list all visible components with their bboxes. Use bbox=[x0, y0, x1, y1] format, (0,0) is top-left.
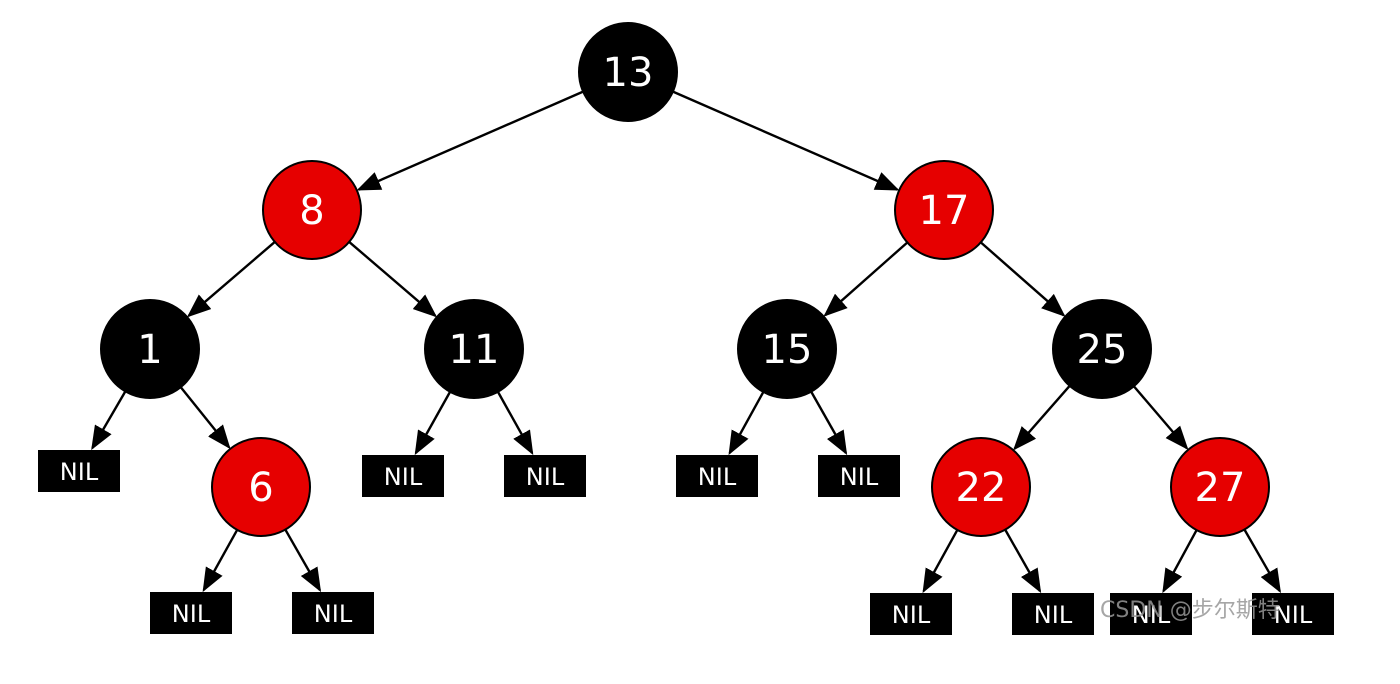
node-circle-red bbox=[1170, 437, 1270, 537]
edge-arrow-n6-nil6R bbox=[284, 528, 322, 593]
node-label: 11 bbox=[449, 327, 500, 373]
node-label: 15 bbox=[762, 327, 813, 373]
nil-leaf-box bbox=[362, 455, 444, 497]
nil-leaf: NIL bbox=[38, 450, 120, 492]
tree-node-13: 13 bbox=[578, 22, 678, 122]
tree-node-17: 17 bbox=[894, 160, 994, 260]
node-label: 6 bbox=[248, 465, 273, 511]
edges-layer bbox=[91, 90, 1281, 594]
edge-arrow-n22-nil22R bbox=[1004, 529, 1042, 594]
node-label: 1 bbox=[137, 327, 162, 373]
edge-arrow-n15-nil15L bbox=[728, 391, 765, 456]
edge-arrow-n8-n11 bbox=[348, 240, 438, 318]
edge-arrow-n11-nil11L bbox=[414, 391, 452, 456]
edge-arrow-n17-n15 bbox=[823, 241, 909, 317]
nil-leaf-label: NIL bbox=[60, 458, 99, 486]
node-circle-black bbox=[578, 22, 678, 122]
node-circle-red bbox=[211, 437, 311, 537]
edge-arrow-n17-n25 bbox=[979, 241, 1066, 317]
node-label: 22 bbox=[956, 465, 1007, 511]
nil-leaf-label: NIL bbox=[892, 601, 931, 629]
edge-arrow-n6-nil6L bbox=[202, 529, 239, 593]
node-circle-black bbox=[1052, 299, 1152, 399]
nil-leaf: NIL bbox=[1012, 593, 1094, 635]
edge-arrow-n25-n22 bbox=[1013, 385, 1071, 451]
nil-leaf: NIL bbox=[362, 455, 444, 497]
edge-arrow-n8-n1 bbox=[186, 240, 276, 318]
nil-leaf-label: NIL bbox=[526, 463, 565, 491]
node-circle-black bbox=[100, 299, 200, 399]
nil-leaf-box bbox=[150, 592, 232, 634]
nil-leaf-box bbox=[1110, 593, 1192, 635]
nil-leaf: NIL bbox=[504, 455, 586, 497]
nil-leaf-label: NIL bbox=[840, 463, 879, 491]
node-label: 25 bbox=[1077, 327, 1128, 373]
node-label: 8 bbox=[299, 188, 324, 234]
nil-leaf-label: NIL bbox=[1274, 601, 1313, 629]
tree-node-15: 15 bbox=[737, 299, 837, 399]
nil-leaf-label: NIL bbox=[1034, 601, 1073, 629]
nil-leaf-box bbox=[870, 593, 952, 635]
tree-node-27: 27 bbox=[1170, 437, 1270, 537]
nil-leaf-label: NIL bbox=[172, 600, 211, 628]
nil-leaf: NIL bbox=[1110, 593, 1192, 635]
node-label: 27 bbox=[1195, 465, 1246, 511]
nil-leaf-box bbox=[292, 592, 374, 634]
nil-leaf-label: NIL bbox=[384, 463, 423, 491]
node-label: 17 bbox=[919, 188, 970, 234]
edge-arrow-n11-nil11R bbox=[496, 391, 534, 456]
nil-leaf-box bbox=[38, 450, 120, 492]
nil-leaf-box bbox=[1012, 593, 1094, 635]
node-circle-red bbox=[262, 160, 362, 260]
nil-leaf: NIL bbox=[870, 593, 952, 635]
nil-leaf-box bbox=[818, 455, 900, 497]
edge-arrow-n15-nil15R bbox=[810, 391, 848, 456]
nil-leaf: NIL bbox=[292, 592, 374, 634]
nil-leaf: NIL bbox=[676, 455, 758, 497]
nil-leaf: NIL bbox=[1252, 593, 1334, 635]
nil-leaf-label: NIL bbox=[698, 463, 737, 491]
nil-leaf-box bbox=[1252, 593, 1334, 635]
node-label: 13 bbox=[603, 50, 654, 96]
node-circle-red bbox=[931, 437, 1031, 537]
watermark-text: CSDN @步尔斯特 bbox=[1100, 598, 1280, 623]
nil-leaf: NIL bbox=[150, 592, 232, 634]
edge-arrow-n27-nil27L bbox=[1162, 529, 1198, 594]
nil-leaf-label: NIL bbox=[314, 600, 353, 628]
tree-node-25: 25 bbox=[1052, 299, 1152, 399]
edge-arrow-n1-n6 bbox=[179, 386, 231, 450]
node-circle-black bbox=[424, 299, 524, 399]
tree-node-8: 8 bbox=[262, 160, 362, 260]
tree-node-22: 22 bbox=[931, 437, 1031, 537]
nil-leaf-box bbox=[504, 455, 586, 497]
edge-arrow-n27-nil27R bbox=[1243, 528, 1281, 594]
node-circle-red bbox=[894, 160, 994, 260]
tree-node-6: 6 bbox=[211, 437, 311, 537]
edge-arrow-n1-nil1L bbox=[91, 390, 127, 451]
nil-leaves-layer: NIL NIL NIL NIL NIL NIL NIL NIL NIL NIL NIL bbox=[38, 450, 1334, 635]
tree-node-1: 1 bbox=[100, 299, 200, 399]
nil-leaf: NIL bbox=[818, 455, 900, 497]
edge-arrow-n13-n17 bbox=[672, 90, 900, 191]
tree-node-11: 11 bbox=[424, 299, 524, 399]
node-circle-black bbox=[737, 299, 837, 399]
edge-arrow-n25-n27 bbox=[1132, 385, 1189, 451]
edge-arrow-n13-n8 bbox=[356, 90, 584, 191]
nil-leaf-box bbox=[676, 455, 758, 497]
nil-leaf-label: NIL bbox=[1132, 601, 1171, 629]
edge-arrow-n22-nil22L bbox=[922, 529, 959, 594]
